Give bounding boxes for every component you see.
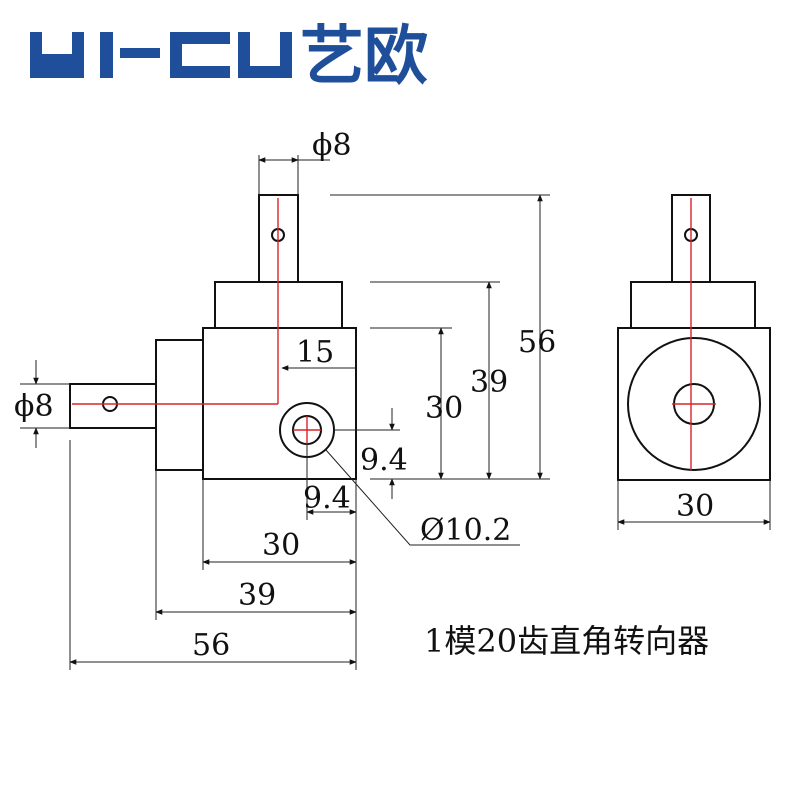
left-shaft xyxy=(69,383,157,429)
dim-side-width-30: 30 xyxy=(676,489,714,524)
dim-offset-9-4-vertical: 9.4 xyxy=(360,443,408,478)
dim-height-30: 30 xyxy=(425,391,463,426)
front-dimensions: ϕ8 ϕ8 15 30 39 56 9.4 9.4 Ø10. xyxy=(14,128,556,670)
side-view: 30 xyxy=(617,194,771,530)
dim-height-39: 39 xyxy=(470,365,508,400)
logo-letter-u xyxy=(238,32,292,78)
logo-letter-i xyxy=(100,32,113,78)
brand-logo: 艺欧 xyxy=(30,20,428,94)
dim-width-30: 30 xyxy=(262,528,300,563)
dim-offset-15: 15 xyxy=(296,335,334,370)
dim-offset-9-4-horizontal: 9.4 xyxy=(303,481,351,516)
dim-bore-dia: Ø10.2 xyxy=(420,513,511,548)
side-top-collar xyxy=(630,281,756,329)
left-collar xyxy=(155,339,204,471)
dim-left-shaft-dia: ϕ8 xyxy=(14,389,54,424)
logo-dash xyxy=(120,48,160,58)
logo-letter-y xyxy=(30,32,84,78)
side-flange-circle xyxy=(627,337,761,471)
side-body xyxy=(617,327,771,481)
dim-height-56: 56 xyxy=(518,325,556,360)
dim-width-56: 56 xyxy=(192,628,230,663)
product-caption: 1模20齿直角转向器 xyxy=(424,622,709,660)
logo-chinese-text: 艺欧 xyxy=(300,20,428,94)
dim-width-39: 39 xyxy=(238,578,276,613)
dim-top-shaft-dia: ϕ8 xyxy=(312,128,352,163)
logo-letter-o xyxy=(170,32,230,78)
